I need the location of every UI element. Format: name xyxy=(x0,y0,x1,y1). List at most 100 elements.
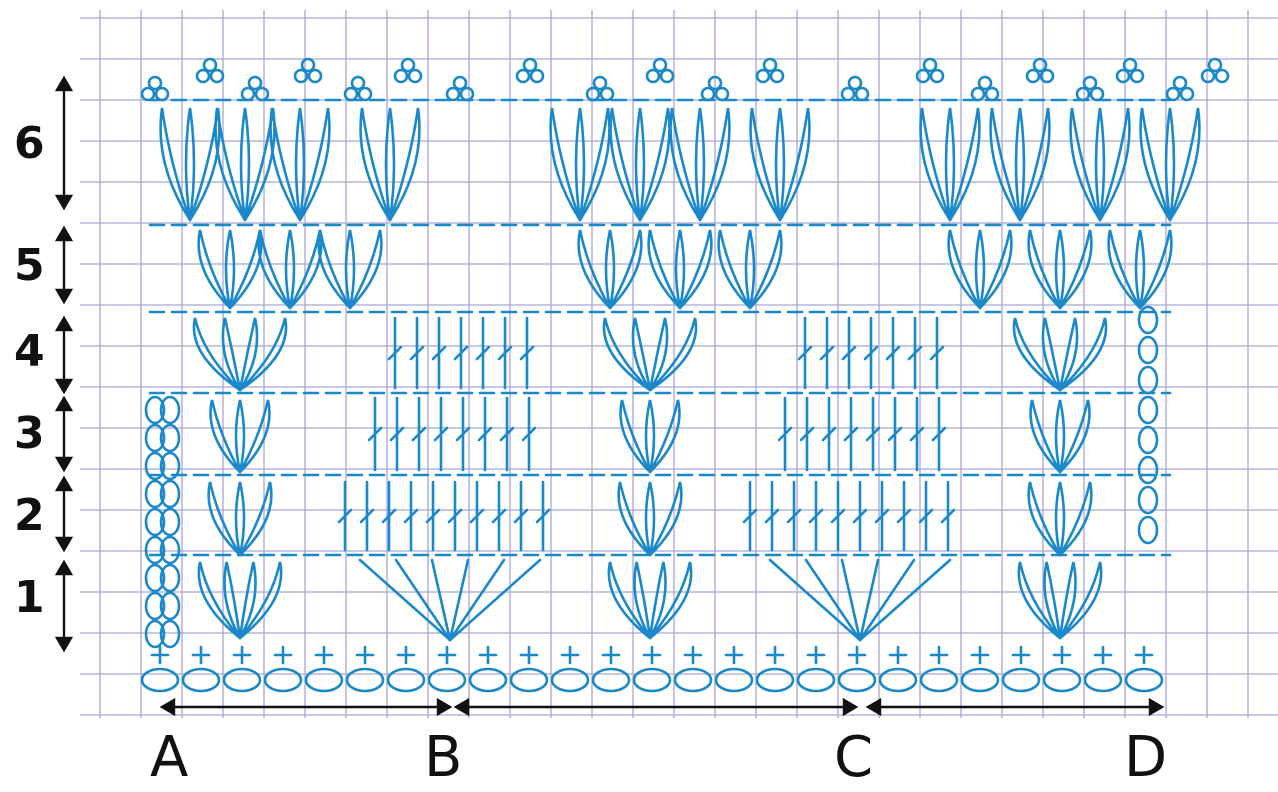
treble-cluster xyxy=(1054,229,1066,310)
treble-cluster xyxy=(1069,107,1102,222)
treble-stitch xyxy=(448,558,542,642)
treble-cluster xyxy=(238,317,259,392)
arrow-head xyxy=(865,697,882,717)
double-crochet xyxy=(491,508,507,524)
arrow-head xyxy=(54,559,74,576)
row-label-3: 3 xyxy=(14,408,45,459)
treble-cluster xyxy=(1041,317,1062,392)
stitch-symbols xyxy=(140,57,1230,693)
column-label-b: B xyxy=(424,725,463,790)
treble-cluster xyxy=(989,107,1022,222)
treble-cluster xyxy=(284,229,296,310)
treble-cluster xyxy=(944,107,956,222)
treble-cluster xyxy=(1027,229,1062,310)
double-crochet xyxy=(808,508,824,524)
picot xyxy=(929,68,945,84)
picot xyxy=(147,75,163,91)
treble-cluster xyxy=(749,107,782,222)
arrow-head xyxy=(54,315,74,332)
treble-cluster xyxy=(1058,561,1077,640)
chain-stitch xyxy=(591,667,631,693)
chain-stitch xyxy=(1042,667,1082,693)
chain-stitch xyxy=(427,667,467,693)
turning-chain xyxy=(144,423,166,453)
treble-cluster xyxy=(1058,481,1093,557)
treble-cluster xyxy=(631,317,652,392)
picot xyxy=(599,86,615,102)
row-label-2: 2 xyxy=(14,490,45,541)
treble-cluster xyxy=(1058,561,1103,640)
chain-stitch xyxy=(345,667,385,693)
double-crochet xyxy=(863,345,879,361)
double-crochet xyxy=(477,426,493,442)
treble-cluster xyxy=(648,561,693,640)
treble-stitch xyxy=(430,558,452,642)
treble-cluster xyxy=(744,229,756,310)
double-crochet xyxy=(819,345,835,361)
arrow-head xyxy=(54,456,74,473)
double-crochet xyxy=(499,426,515,442)
treble-cluster xyxy=(221,317,242,392)
treble-cluster xyxy=(647,229,682,310)
treble-cluster xyxy=(238,481,273,557)
double-crochet xyxy=(764,508,780,524)
picot xyxy=(707,75,723,91)
treble-cluster xyxy=(1058,229,1093,310)
double-crochet xyxy=(425,508,441,524)
double-crochet xyxy=(909,426,925,442)
double-crochet xyxy=(821,426,837,442)
treble-cluster xyxy=(1054,399,1066,474)
double-crochet xyxy=(359,508,375,524)
picot xyxy=(240,86,256,102)
treble-cluster xyxy=(1168,107,1201,222)
treble-cluster xyxy=(717,229,752,310)
chain-stitch xyxy=(632,667,672,693)
graph-paper-grid xyxy=(80,10,1278,718)
arrow-head xyxy=(1148,697,1165,717)
treble-cluster xyxy=(1094,107,1106,222)
chain-stitch xyxy=(550,667,590,693)
treble-stitch xyxy=(768,558,862,642)
picot xyxy=(1122,57,1138,73)
picot xyxy=(762,57,778,73)
double-crochet xyxy=(403,508,419,524)
arrow-head xyxy=(54,536,74,553)
picot xyxy=(300,57,316,73)
double-crochet xyxy=(521,426,537,442)
double-crochet xyxy=(865,426,881,442)
picot xyxy=(400,57,416,73)
picot xyxy=(1032,57,1048,73)
double-crochet xyxy=(918,508,934,524)
treble-cluster xyxy=(1018,107,1051,222)
turning-chain xyxy=(1137,395,1159,425)
treble-cluster xyxy=(234,399,246,474)
treble-cluster xyxy=(238,561,257,640)
double-crochet xyxy=(830,508,846,524)
treble-cluster xyxy=(948,107,981,222)
picot xyxy=(847,75,863,91)
double-crochet xyxy=(497,345,513,361)
double-crochet xyxy=(367,426,383,442)
treble-cluster xyxy=(648,561,667,640)
double-crochet xyxy=(381,508,397,524)
double-crochet xyxy=(453,345,469,361)
treble-cluster xyxy=(1014,107,1026,222)
chain-stitch xyxy=(304,667,344,693)
treble-cluster xyxy=(238,561,283,640)
double-crochet xyxy=(887,426,903,442)
treble-cluster xyxy=(604,229,616,310)
chain-stitch xyxy=(837,667,877,693)
treble-cluster xyxy=(1058,317,1079,392)
chain-stitch xyxy=(468,667,508,693)
double-crochet xyxy=(431,345,447,361)
picot xyxy=(293,68,309,84)
treble-cluster xyxy=(694,107,706,222)
treble-cluster xyxy=(239,107,251,222)
double-crochet xyxy=(433,426,449,442)
double-crochet xyxy=(475,345,491,361)
treble-cluster xyxy=(1054,481,1066,557)
treble-cluster xyxy=(648,481,683,557)
double-crochet xyxy=(874,508,890,524)
treble-cluster xyxy=(778,107,811,222)
picot xyxy=(585,86,601,102)
